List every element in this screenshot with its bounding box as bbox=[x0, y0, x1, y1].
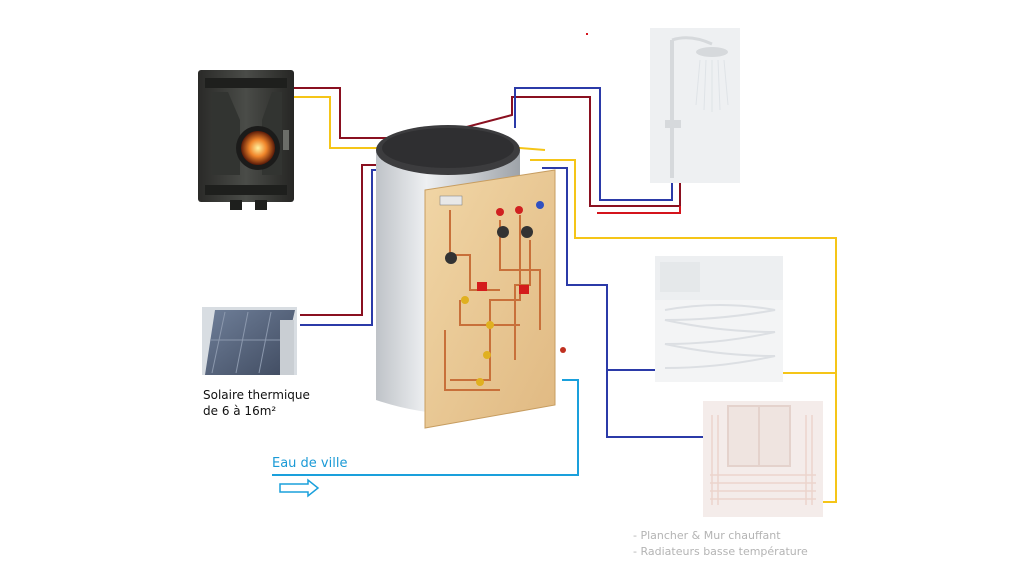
city-water-pipe bbox=[272, 379, 579, 476]
pipe-network bbox=[272, 87, 837, 503]
solar-panel-icon bbox=[202, 307, 297, 375]
wood-stove-icon bbox=[198, 70, 294, 210]
solar-caption: Solaire thermique de 6 à 16m² bbox=[203, 387, 310, 419]
shower-hot-pipe-red bbox=[597, 206, 681, 214]
flow-arrow-icon bbox=[279, 478, 320, 498]
heating-return-pipe bbox=[542, 167, 703, 438]
emitters-caption-line2: - Radiateurs basse température bbox=[633, 545, 808, 558]
emitters-caption-line1: - Plancher & Mur chauffant bbox=[633, 529, 781, 542]
solar-caption-line2: de 6 à 16m² bbox=[203, 404, 277, 418]
emitters-caption: - Plancher & Mur chauffant - Radiateurs … bbox=[633, 528, 808, 560]
stove-return-pipe bbox=[293, 96, 546, 151]
heating-flow-pipe bbox=[530, 159, 837, 503]
underfloor-heating-icon bbox=[655, 256, 783, 382]
red-mark bbox=[586, 33, 588, 35]
shower-icon bbox=[650, 28, 740, 183]
storage-tank-icon bbox=[376, 125, 566, 429]
wall-heating-icon bbox=[703, 401, 823, 517]
solar-caption-line1: Solaire thermique bbox=[203, 388, 310, 402]
city-water-label: Eau de ville bbox=[272, 456, 348, 471]
shower-cold-pipe bbox=[514, 87, 673, 201]
